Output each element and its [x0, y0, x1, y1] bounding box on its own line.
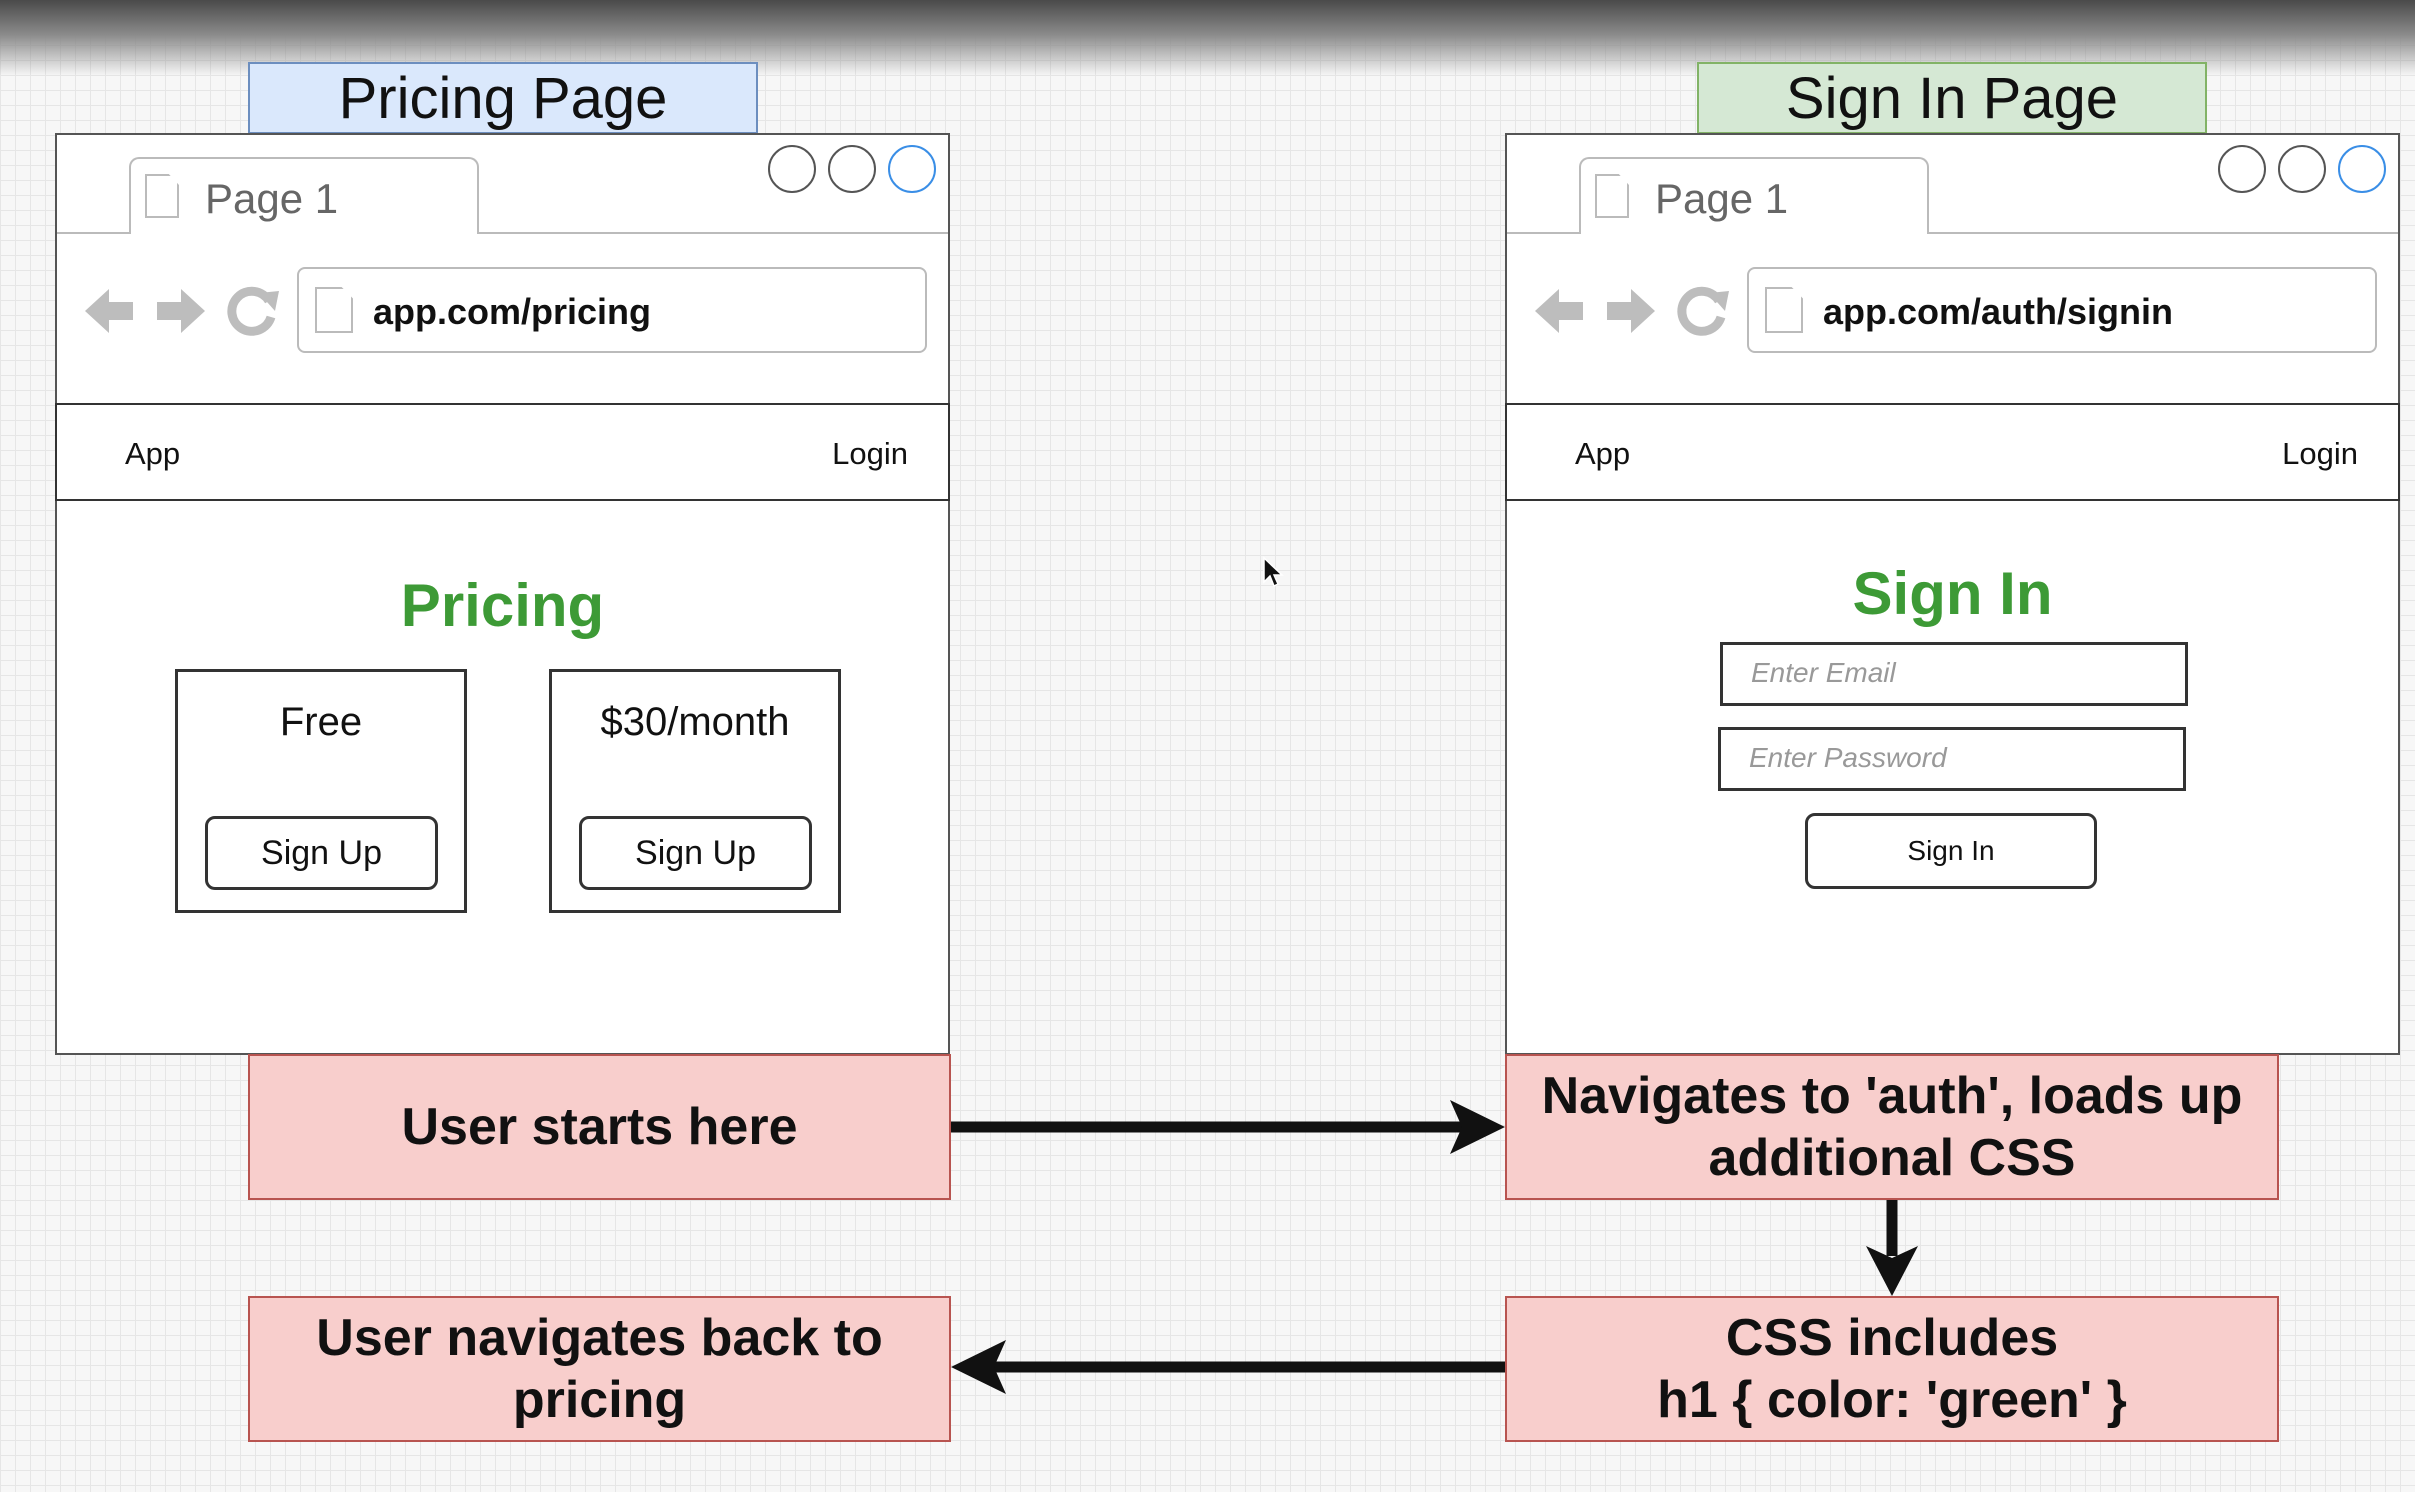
window-control-circle-1[interactable]: [768, 145, 816, 193]
step-navigates-back: User navigates back to pricing: [248, 1296, 951, 1442]
step-navigates-auth-text: Navigates to 'auth', loads up additional…: [1541, 1066, 2243, 1187]
tab-strip: Page 1: [1507, 135, 2398, 234]
window-control-circle-2[interactable]: [2278, 145, 2326, 193]
nav-app-link[interactable]: App: [1575, 436, 1631, 471]
window-control-circle-3[interactable]: [888, 145, 936, 193]
pricing-page-label-text: Pricing Page: [338, 65, 668, 131]
step-user-starts: User starts here: [248, 1054, 951, 1200]
app-navbar: App Login: [55, 403, 950, 501]
url-page-icon: [1765, 287, 1803, 333]
pricing-page-label: Pricing Page: [248, 62, 758, 134]
signin-heading: Sign In: [1852, 560, 2053, 627]
sign-in-button[interactable]: Sign In: [1805, 813, 2097, 889]
address-bar[interactable]: app.com/pricing: [297, 267, 927, 353]
signin-page-label-text: Sign In Page: [1785, 65, 2119, 131]
tab-strip: Page 1: [57, 135, 948, 234]
nav-login-link[interactable]: Login: [2282, 436, 2358, 471]
app-navbar: App Login: [1505, 403, 2400, 501]
back-arrow-icon[interactable]: [81, 283, 137, 339]
step-navigates-auth: Navigates to 'auth', loads up additional…: [1505, 1054, 2279, 1200]
arrow-start-to-auth: [951, 1100, 1505, 1154]
browser-tab[interactable]: Page 1: [129, 157, 479, 234]
window-control-circle-3[interactable]: [2338, 145, 2386, 193]
url-text: app.com/pricing: [373, 291, 652, 332]
reload-icon[interactable]: [225, 283, 281, 339]
forward-arrow-icon[interactable]: [1603, 283, 1659, 339]
plan-card-paid: $30/month Sign Up: [549, 669, 841, 913]
forward-arrow-icon[interactable]: [153, 283, 209, 339]
mouse-cursor-icon: [1263, 556, 1284, 588]
arrow-auth-to-css: [1866, 1200, 1918, 1296]
signin-page-label: Sign In Page: [1697, 62, 2207, 134]
step-css-includes-line2: h1 { color: 'green' }: [1657, 1371, 2127, 1429]
url-text: app.com/auth/signin: [1823, 291, 2174, 332]
sign-up-button[interactable]: Sign Up: [579, 816, 812, 890]
page-icon: [1595, 174, 1629, 218]
signin-browser-window: Page 1 app.com/auth/signin App Login Sig…: [1505, 133, 2400, 1055]
nav-login-link[interactable]: Login: [832, 436, 908, 471]
sign-up-button[interactable]: Sign Up: [205, 816, 438, 890]
pricing-browser-window: Page 1 app.com/pricing App Login Pricing…: [55, 133, 950, 1055]
browser-tab-label: Page 1: [1655, 175, 1789, 222]
window-control-circle-1[interactable]: [2218, 145, 2266, 193]
step-user-starts-text: User starts here: [401, 1097, 798, 1156]
reload-icon[interactable]: [1675, 283, 1731, 339]
plan-name: Free: [279, 700, 363, 744]
browser-tab-label: Page 1: [205, 175, 339, 222]
password-field[interactable]: Enter Password: [1718, 727, 2186, 791]
step-css-includes-line1: CSS includes: [1725, 1308, 2059, 1367]
nav-app-link[interactable]: App: [125, 436, 181, 471]
back-arrow-icon[interactable]: [1531, 283, 1587, 339]
email-field[interactable]: Enter Email: [1720, 642, 2188, 706]
step-css-includes: CSS includes h1 { color: 'green' }: [1505, 1296, 2279, 1442]
url-page-icon: [315, 287, 353, 333]
address-bar[interactable]: app.com/auth/signin: [1747, 267, 2377, 353]
page-icon: [145, 174, 179, 218]
window-control-circle-2[interactable]: [828, 145, 876, 193]
browser-tab[interactable]: Page 1: [1579, 157, 1929, 234]
plan-name: $30/month: [600, 700, 790, 744]
plan-card-free: Free Sign Up: [175, 669, 467, 913]
arrow-css-to-back: [951, 1340, 1505, 1394]
step-navigates-back-text: User navigates back to pricing: [316, 1308, 883, 1429]
pricing-heading: Pricing: [400, 572, 605, 639]
